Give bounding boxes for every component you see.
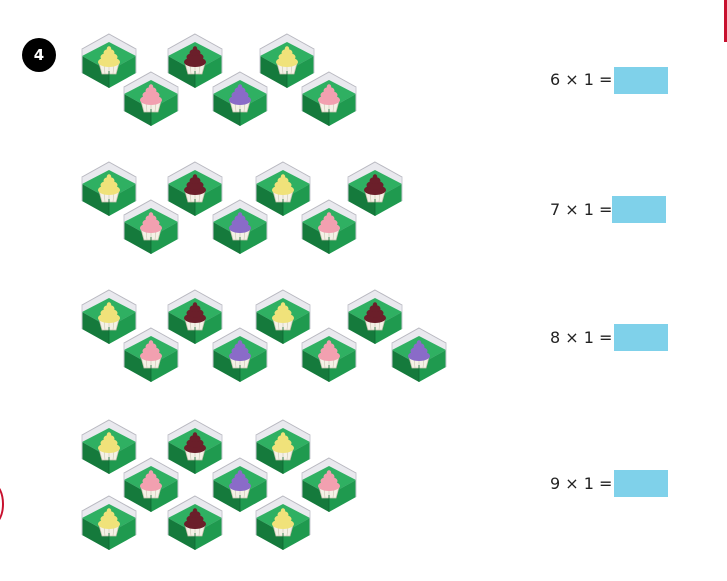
cupcake-in-box-icon <box>300 456 358 514</box>
answer-box[interactable] <box>614 324 668 351</box>
cupcake-in-box-icon <box>166 32 224 90</box>
cupcake-in-box-icon <box>346 160 404 218</box>
cupcake-in-box-icon <box>254 160 312 218</box>
cupcake-in-box-icon <box>122 326 180 384</box>
cupcake-in-box-icon <box>211 70 269 128</box>
cupcake-in-box-icon <box>80 494 138 552</box>
answer-box[interactable] <box>612 196 666 223</box>
cupcake-in-box-icon <box>346 288 404 346</box>
cupcake-in-box-icon <box>166 494 224 552</box>
cupcake-in-box-icon <box>80 32 138 90</box>
cupcake-in-box-icon <box>122 70 180 128</box>
equation-text: 8 × 1 = <box>550 328 613 347</box>
cupcake-in-box-icon <box>122 198 180 256</box>
cupcake-in-box-icon <box>258 32 316 90</box>
cupcake-in-box-icon <box>122 456 180 514</box>
cupcake-in-box-icon <box>300 326 358 384</box>
equation-text: 7 × 1 = <box>550 200 613 219</box>
cupcake-in-box-icon <box>80 288 138 346</box>
cupcake-in-box-icon <box>254 418 312 476</box>
cupcake-in-box-icon <box>80 418 138 476</box>
answer-box[interactable] <box>614 67 668 94</box>
equation-text: 6 × 1 = <box>550 70 613 89</box>
cupcake-in-box-icon <box>166 418 224 476</box>
cupcake-in-box-icon <box>254 288 312 346</box>
cupcake-in-box-icon <box>254 494 312 552</box>
page-edge-mark <box>724 0 727 42</box>
equation-text: 9 × 1 = <box>550 474 613 493</box>
cupcake-in-box-icon <box>300 70 358 128</box>
cupcake-group <box>0 32 480 172</box>
cupcake-group <box>0 288 480 428</box>
cupcake-in-box-icon <box>211 326 269 384</box>
cupcake-in-box-icon <box>211 456 269 514</box>
answer-box[interactable] <box>614 470 668 497</box>
cupcake-group <box>0 160 480 300</box>
cupcake-in-box-icon <box>211 198 269 256</box>
cupcake-in-box-icon <box>80 160 138 218</box>
cupcake-in-box-icon <box>166 160 224 218</box>
cupcake-group <box>0 418 480 558</box>
cupcake-in-box-icon <box>166 288 224 346</box>
cupcake-in-box-icon <box>300 198 358 256</box>
cupcake-in-box-icon <box>390 326 448 384</box>
question-number-badge: 4 <box>22 38 56 72</box>
